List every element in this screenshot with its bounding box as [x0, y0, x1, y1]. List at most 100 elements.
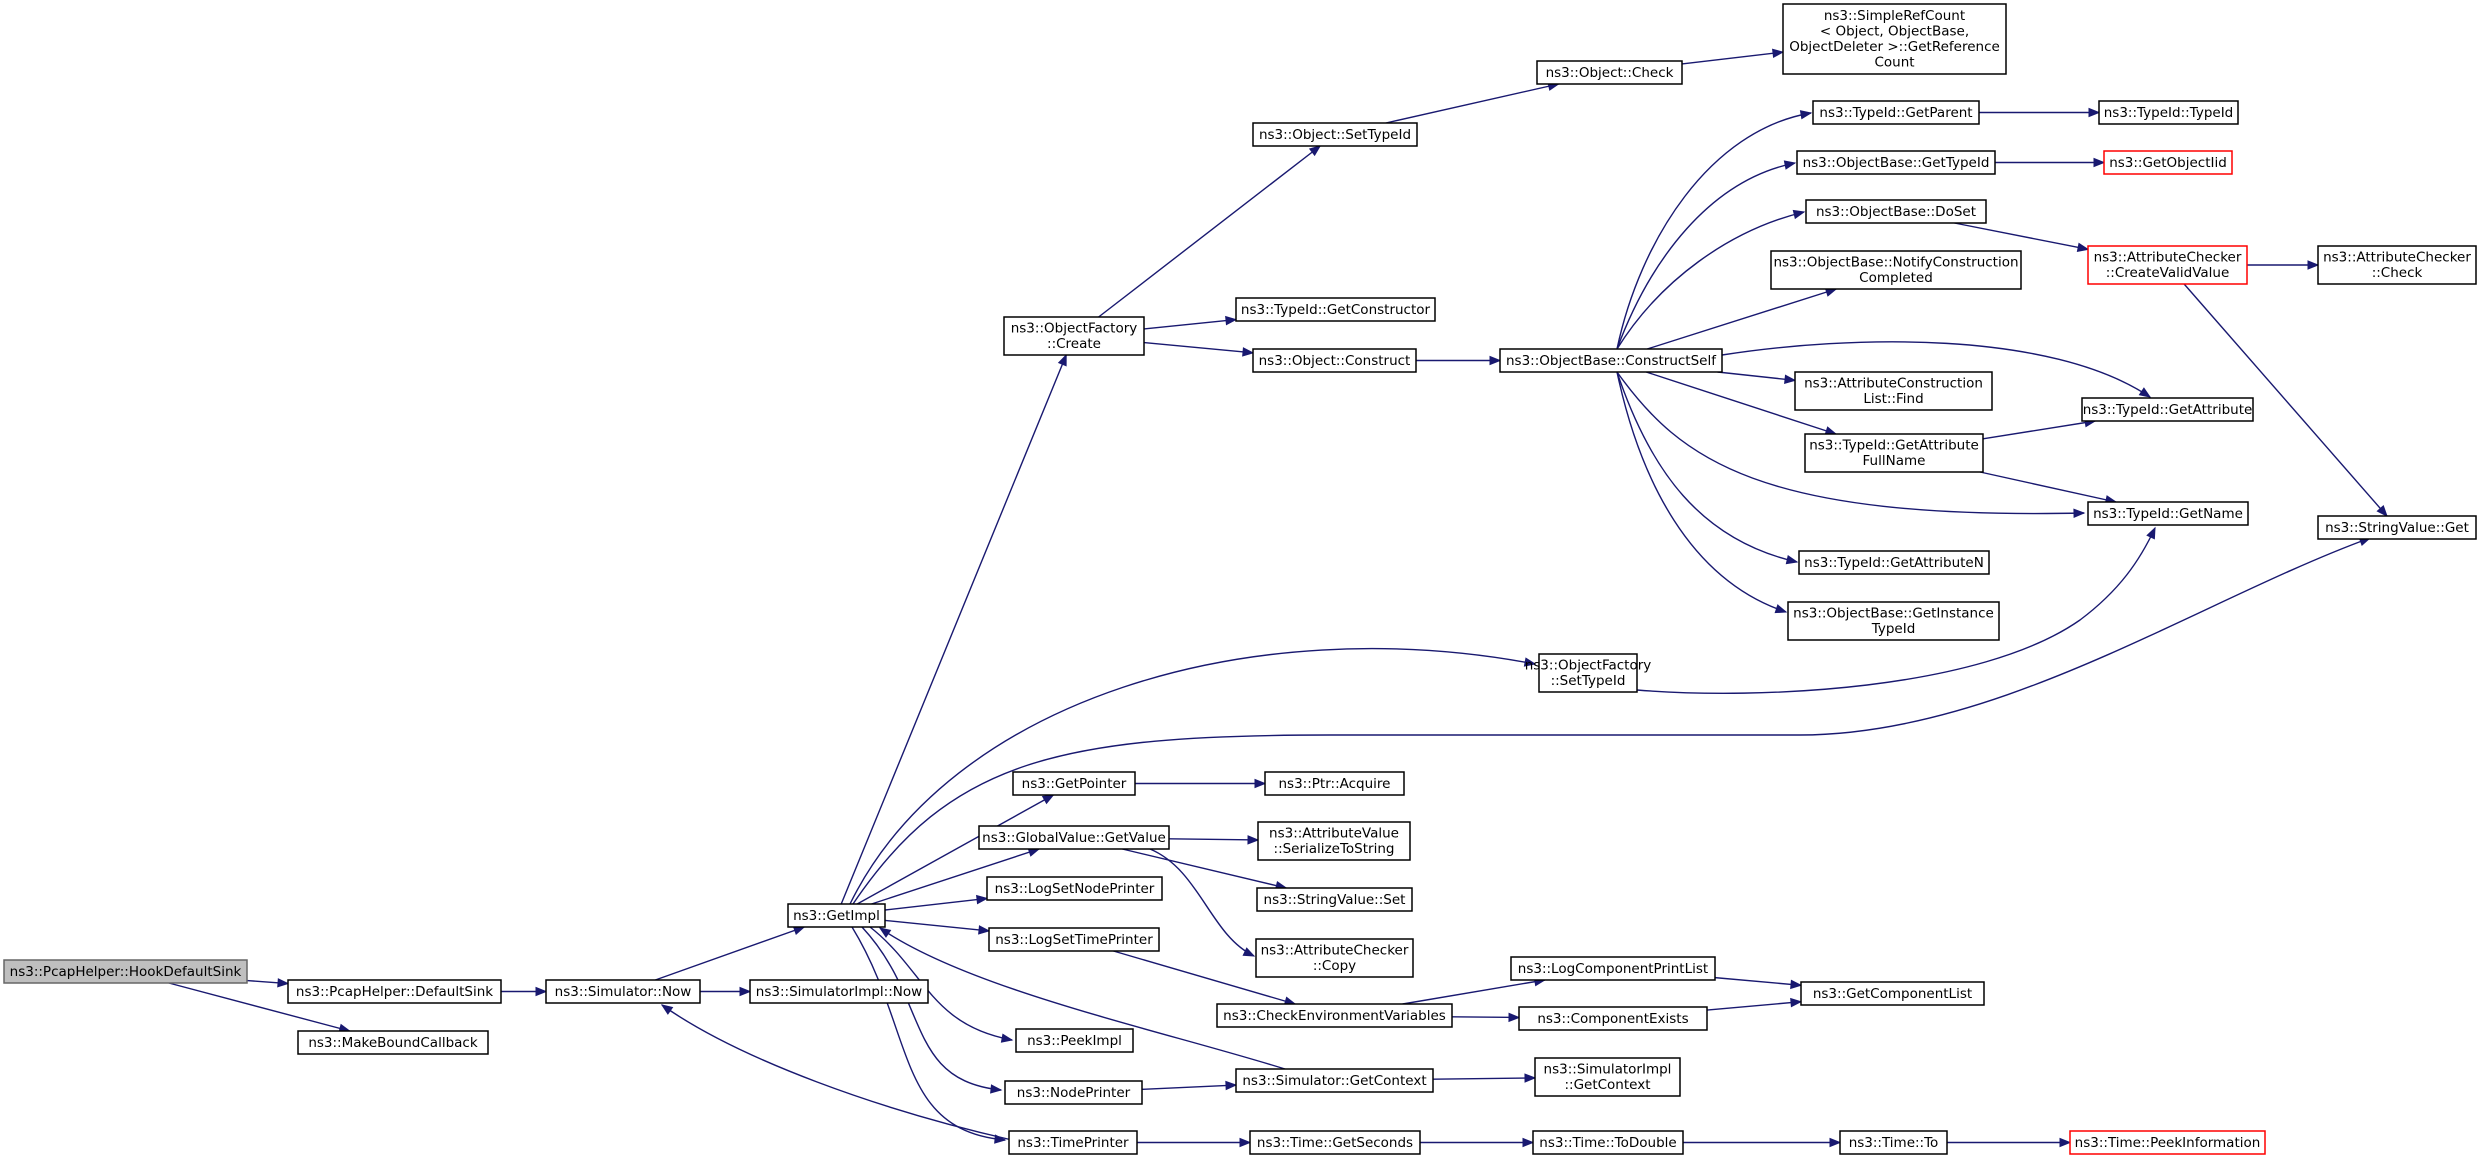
node-peekimpl[interactable]: ns3::PeekImpl: [1015, 1028, 1134, 1053]
node-typeid-getattribute[interactable]: ns3::TypeId::GetAttribute: [2081, 397, 2254, 422]
node-label: ns3::StringValue::Set: [1264, 892, 1406, 908]
node-label: ns3::SimulatorImpl::Now: [756, 984, 922, 1000]
node-box: [1012, 771, 1136, 796]
edge-time-to-to-time-peekinformation: [1947, 1137, 2072, 1148]
node-label: ns3::TypeId::GetAttribute: [1809, 438, 1979, 454]
node-label: ns3::StringValue::Get: [2325, 520, 2469, 536]
node-stringvalue-get[interactable]: ns3::StringValue::Get: [2317, 515, 2477, 540]
node-time-to[interactable]: ns3::Time::To: [1839, 1130, 1948, 1155]
node-label: ns3::ObjectBase::NotifyConstruction: [1773, 255, 2018, 271]
node-defaultsink[interactable]: ns3::PcapHelper::DefaultSink: [287, 979, 502, 1004]
node-logcomponentprintlist[interactable]: ns3::LogComponentPrintList: [1510, 956, 1716, 981]
edge-nodeprinter-to-simulator-getcontext: [1141, 1080, 1238, 1091]
node-label: ns3::Time::GetSeconds: [1257, 1135, 1413, 1151]
node-globalvalue-getvalue[interactable]: ns3::GlobalValue::GetValue: [978, 825, 1170, 850]
node-simulator-getcontext[interactable]: ns3::Simulator::GetContext: [1235, 1068, 1434, 1093]
node-time-todouble[interactable]: ns3::Time::ToDouble: [1532, 1130, 1684, 1155]
node-checkenvironmentvariables[interactable]: ns3::CheckEnvironmentVariables: [1216, 1003, 1453, 1028]
node-simplerefcount[interactable]: ns3::SimpleRefCount< Object, ObjectBase,…: [1782, 3, 2007, 75]
node-label: ns3::SimulatorImpl: [1544, 1062, 1672, 1078]
node-label: ns3::GetPointer: [1022, 776, 1127, 792]
node-objectfactory-create[interactable]: ns3::ObjectFactory::Create: [1003, 316, 1145, 356]
edge-globalvalue-getvalue-to-attributevalue-serializetostring: [1168, 835, 1260, 845]
node-objectfactory-settypeid[interactable]: ns3::ObjectFactory::SetTypeId: [1525, 653, 1652, 693]
edge-objectbase-constructself-to-objectbase-gettypeid: [1616, 160, 1797, 350]
node-getobjectiid[interactable]: ns3::GetObjectIid: [2103, 150, 2233, 175]
node-attributevalue-serializetostring[interactable]: ns3::AttributeValue::SerializeToString: [1257, 821, 1411, 861]
node-object-settypeid[interactable]: ns3::Object::SetTypeId: [1252, 122, 1418, 147]
node-box: [978, 825, 1170, 850]
node-objectbase-constructself[interactable]: ns3::ObjectBase::ConstructSelf: [1499, 348, 1723, 373]
node-label: ns3::SimpleRefCount: [1824, 8, 1965, 24]
node-makeboundcallback[interactable]: ns3::MakeBoundCallback: [297, 1030, 489, 1055]
node-stringvalue-set[interactable]: ns3::StringValue::Set: [1256, 887, 1413, 912]
edge-typeid-getattributefullname-to-typeid-getattribute: [1982, 417, 2097, 440]
node-typeid-getconstructor[interactable]: ns3::TypeId::GetConstructor: [1235, 297, 1436, 322]
edge-defaultsink-to-simulator-now: [501, 986, 548, 997]
node-timeprinter[interactable]: ns3::TimePrinter: [1008, 1130, 1138, 1155]
node-layer: ns3::PcapHelper::HookDefaultSinkns3::Pca…: [3, 3, 2477, 1155]
node-box: [1235, 297, 1436, 322]
node-label: ns3::AttributeChecker: [2094, 250, 2242, 266]
node-time-peekinformation[interactable]: ns3::Time::PeekInformation: [2069, 1130, 2266, 1155]
node-label: ns3::ComponentExists: [1537, 1011, 1688, 1027]
node-objectbase-gettypeid[interactable]: ns3::ObjectBase::GetTypeId: [1796, 150, 1996, 175]
node-simulatorimpl-getcontext[interactable]: ns3::SimulatorImpl::GetContext: [1534, 1057, 1681, 1097]
edge-objectbase-constructself-to-typeid-getattribute: [1721, 341, 2152, 398]
node-hookdefaultsink[interactable]: ns3::PcapHelper::HookDefaultSink: [3, 959, 248, 984]
node-attributechecker-check[interactable]: ns3::AttributeChecker::Check: [2317, 245, 2477, 285]
node-typeid-getattributen[interactable]: ns3::TypeId::GetAttributeN: [1798, 550, 1990, 575]
node-simulator-now[interactable]: ns3::Simulator::Now: [545, 979, 701, 1004]
node-label: ns3::GetObjectIid: [2109, 155, 2227, 171]
node-box: [1800, 981, 1985, 1006]
node-objectbase-doset[interactable]: ns3::ObjectBase::DoSet: [1805, 199, 1987, 224]
node-getcomponentlist[interactable]: ns3::GetComponentList: [1800, 981, 1985, 1006]
node-attributechecker-createvalidvalue[interactable]: ns3::AttributeChecker::CreateValidValue: [2087, 245, 2248, 285]
node-object-construct[interactable]: ns3::Object::Construct: [1252, 348, 1417, 373]
edge-objectbase-constructself-to-objectbase-doset: [1616, 209, 1806, 350]
node-logsettimeprinter[interactable]: ns3::LogSetTimePrinter: [988, 927, 1160, 952]
node-typeid-getparent[interactable]: ns3::TypeId::GetParent: [1812, 100, 1980, 125]
node-label: ns3::LogSetNodePrinter: [995, 881, 1155, 897]
edge-objectbase-constructself-to-objectbase-notifyconstruction: [1647, 287, 1838, 350]
edge-layer: [168, 48, 2388, 1148]
edge-objectbase-constructself-to-typeid-getparent: [1616, 110, 1813, 350]
edge-typeid-getparent-to-typeid-typeid: [1979, 107, 2101, 118]
edge-getimpl-to-objectfactory-settypeid: [849, 648, 1537, 905]
node-label: ns3::Time::To: [1849, 1135, 1939, 1151]
node-nodeprinter[interactable]: ns3::NodePrinter: [1004, 1080, 1143, 1105]
edge-timeprinter-to-simulator-now: [660, 1004, 1013, 1141]
node-componentexists[interactable]: ns3::ComponentExists: [1518, 1006, 1708, 1031]
edge-componentexists-to-getcomponentlist: [1706, 997, 1803, 1011]
node-box: [986, 876, 1163, 901]
node-label: ns3::GetImpl: [793, 908, 880, 924]
node-getimpl[interactable]: ns3::GetImpl: [787, 903, 886, 928]
node-label: ns3::TypeId::TypeId: [2104, 105, 2234, 121]
node-typeid-typeid[interactable]: ns3::TypeId::TypeId: [2098, 100, 2239, 125]
node-logsetnodeprinter[interactable]: ns3::LogSetNodePrinter: [986, 876, 1163, 901]
edge-hookdefaultsink-to-defaultsink: [246, 978, 290, 988]
node-getpointer[interactable]: ns3::GetPointer: [1012, 771, 1136, 796]
node-box: [3, 959, 248, 984]
node-label: ::Check: [2372, 265, 2423, 281]
node-box: [2087, 501, 2249, 526]
node-label: ns3::ObjectBase::GetTypeId: [1803, 155, 1990, 171]
node-typeid-getname[interactable]: ns3::TypeId::GetName: [2087, 501, 2249, 526]
node-label: ns3::TypeId::GetConstructor: [1241, 302, 1431, 318]
node-simulatorimpl-now[interactable]: ns3::SimulatorImpl::Now: [749, 979, 929, 1004]
edge-timeprinter-to-time-getseconds: [1137, 1137, 1252, 1148]
node-ptr-acquire[interactable]: ns3::Ptr::Acquire: [1264, 771, 1405, 796]
node-box: [787, 903, 886, 928]
node-objectbase-notifyconstruction[interactable]: ns3::ObjectBase::NotifyConstructionCompl…: [1770, 250, 2022, 290]
node-label: ::Copy: [1313, 958, 1356, 974]
node-object-check[interactable]: ns3::Object::Check: [1536, 60, 1683, 85]
node-time-getseconds[interactable]: ns3::Time::GetSeconds: [1249, 1130, 1421, 1155]
node-label: ::SerializeToString: [1274, 841, 1395, 857]
node-attributechecker-copy[interactable]: ns3::AttributeChecker::Copy: [1255, 938, 1414, 978]
node-box: [1257, 821, 1411, 861]
node-label: ns3::Time::ToDouble: [1539, 1135, 1676, 1151]
